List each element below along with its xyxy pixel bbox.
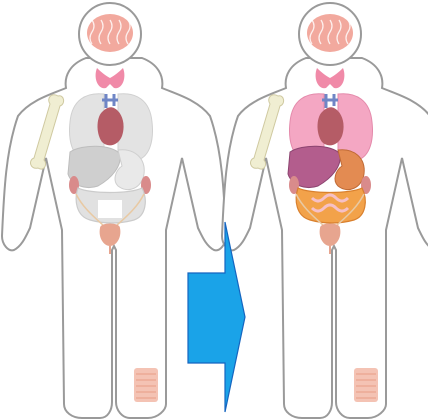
skin-icon (354, 368, 378, 402)
skin-icon (134, 368, 158, 402)
body-figure-after (222, 3, 428, 418)
skin-patch (134, 368, 158, 402)
skin-patch (354, 368, 378, 402)
pelvic-blank (98, 200, 122, 218)
